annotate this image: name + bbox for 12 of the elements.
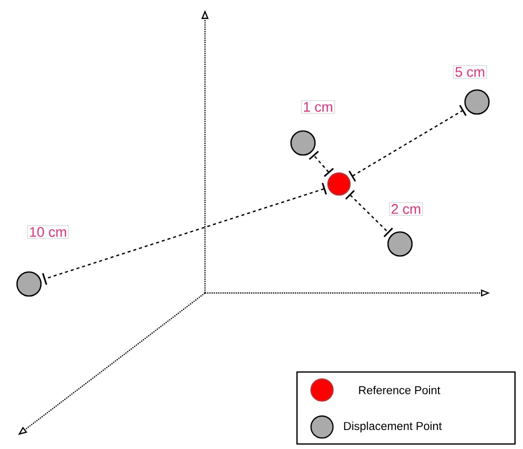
legend-label: Reference Point	[359, 386, 440, 394]
displacement-point	[387, 231, 413, 257]
displacement-point	[464, 89, 490, 115]
legend-label: Displacement Point	[344, 422, 442, 432]
edge-label: 5 cm	[453, 65, 487, 79]
displacement-point	[16, 271, 42, 297]
displacement-point	[290, 130, 316, 156]
edge-label: 2 cm	[389, 202, 423, 216]
reference-point	[327, 172, 351, 196]
dashed-line	[42, 182, 327, 285]
edge-label: 10 cm	[27, 225, 69, 239]
edge-label: 1 cm	[301, 100, 335, 114]
